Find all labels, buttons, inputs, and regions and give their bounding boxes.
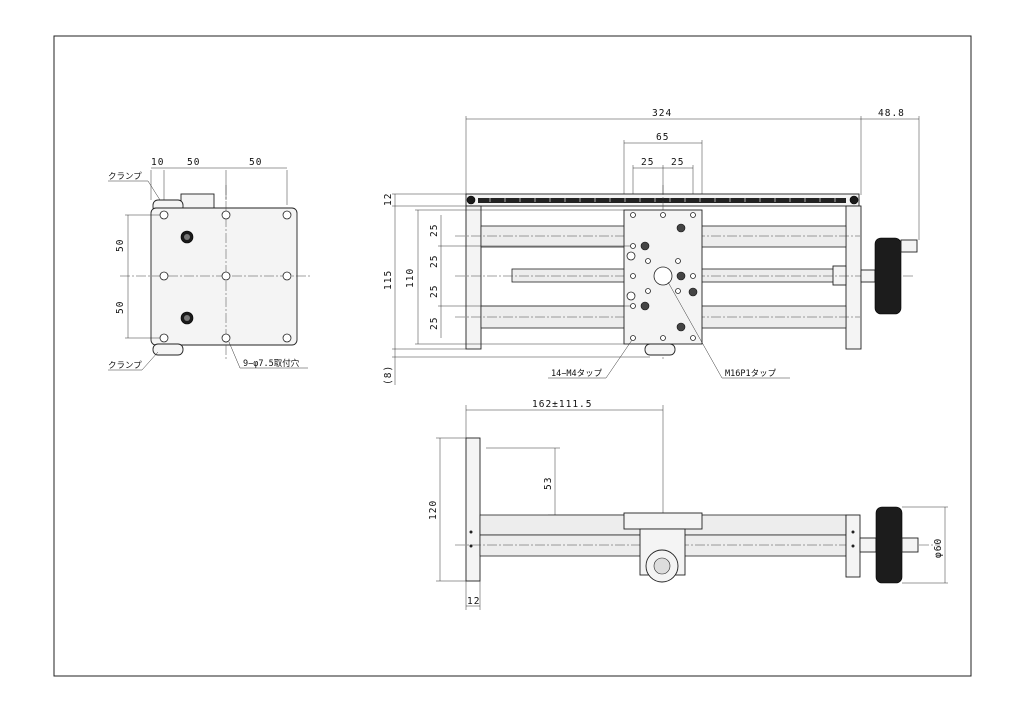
dim-53: 53 <box>543 477 554 490</box>
clamp-knob-bottom <box>152 343 184 356</box>
top-block <box>180 193 215 209</box>
dim-travel: 162±111.5 <box>532 399 592 410</box>
side-end-plate <box>465 437 481 582</box>
dim-25-left-c: 25 <box>429 285 440 298</box>
left-end-view: 10 50 50 クランプ 50 50 クランプ <box>108 157 312 371</box>
handwheel <box>874 237 902 315</box>
dim-50-top-a: 50 <box>187 157 200 168</box>
dim-25-left-a: 25 <box>429 224 440 237</box>
end-plate-left <box>465 205 482 350</box>
dim-50-top-b: 50 <box>249 157 262 168</box>
top-view: 324 48.8 65 25 25 <box>383 108 920 385</box>
dim-50-left-a: 50 <box>115 239 126 252</box>
dim-120: 120 <box>428 500 439 520</box>
dim-25-top-b: 25 <box>671 157 684 168</box>
dim-12-top: 12 <box>383 193 394 206</box>
dim-phi60: φ60 <box>933 538 944 558</box>
clamp-label-top: クランプ <box>108 172 142 182</box>
dim-110: 110 <box>405 268 416 288</box>
dim-324: 324 <box>652 108 672 119</box>
center-tap-hole <box>653 266 673 286</box>
dim-10: 10 <box>151 157 164 168</box>
drawing-frame <box>53 35 972 677</box>
side-handwheel <box>875 506 903 584</box>
dim-25-left-b: 25 <box>429 255 440 268</box>
side-carriage <box>623 512 703 530</box>
clamp-label-bottom: クランプ <box>108 361 142 371</box>
tap-m16-label: M16P1タップ <box>725 369 777 379</box>
dim-50-left-b: 50 <box>115 301 126 314</box>
dim-12-bottom: 12 <box>467 596 480 607</box>
dim-25-left-d: 25 <box>429 317 440 330</box>
tap-m4-label: 14−M4タップ <box>551 369 603 379</box>
dim-8: (8) <box>383 365 394 385</box>
dim-115: 115 <box>383 270 394 290</box>
end-plate-right <box>845 205 862 350</box>
mount-holes-label: 9−φ7.5取付穴 <box>243 358 300 369</box>
side-view: 162±111.5 53 120 φ60 <box>428 399 948 610</box>
dim-25-top-a: 25 <box>641 157 654 168</box>
dim-65: 65 <box>656 132 669 143</box>
dim-48-8: 48.8 <box>878 108 905 119</box>
